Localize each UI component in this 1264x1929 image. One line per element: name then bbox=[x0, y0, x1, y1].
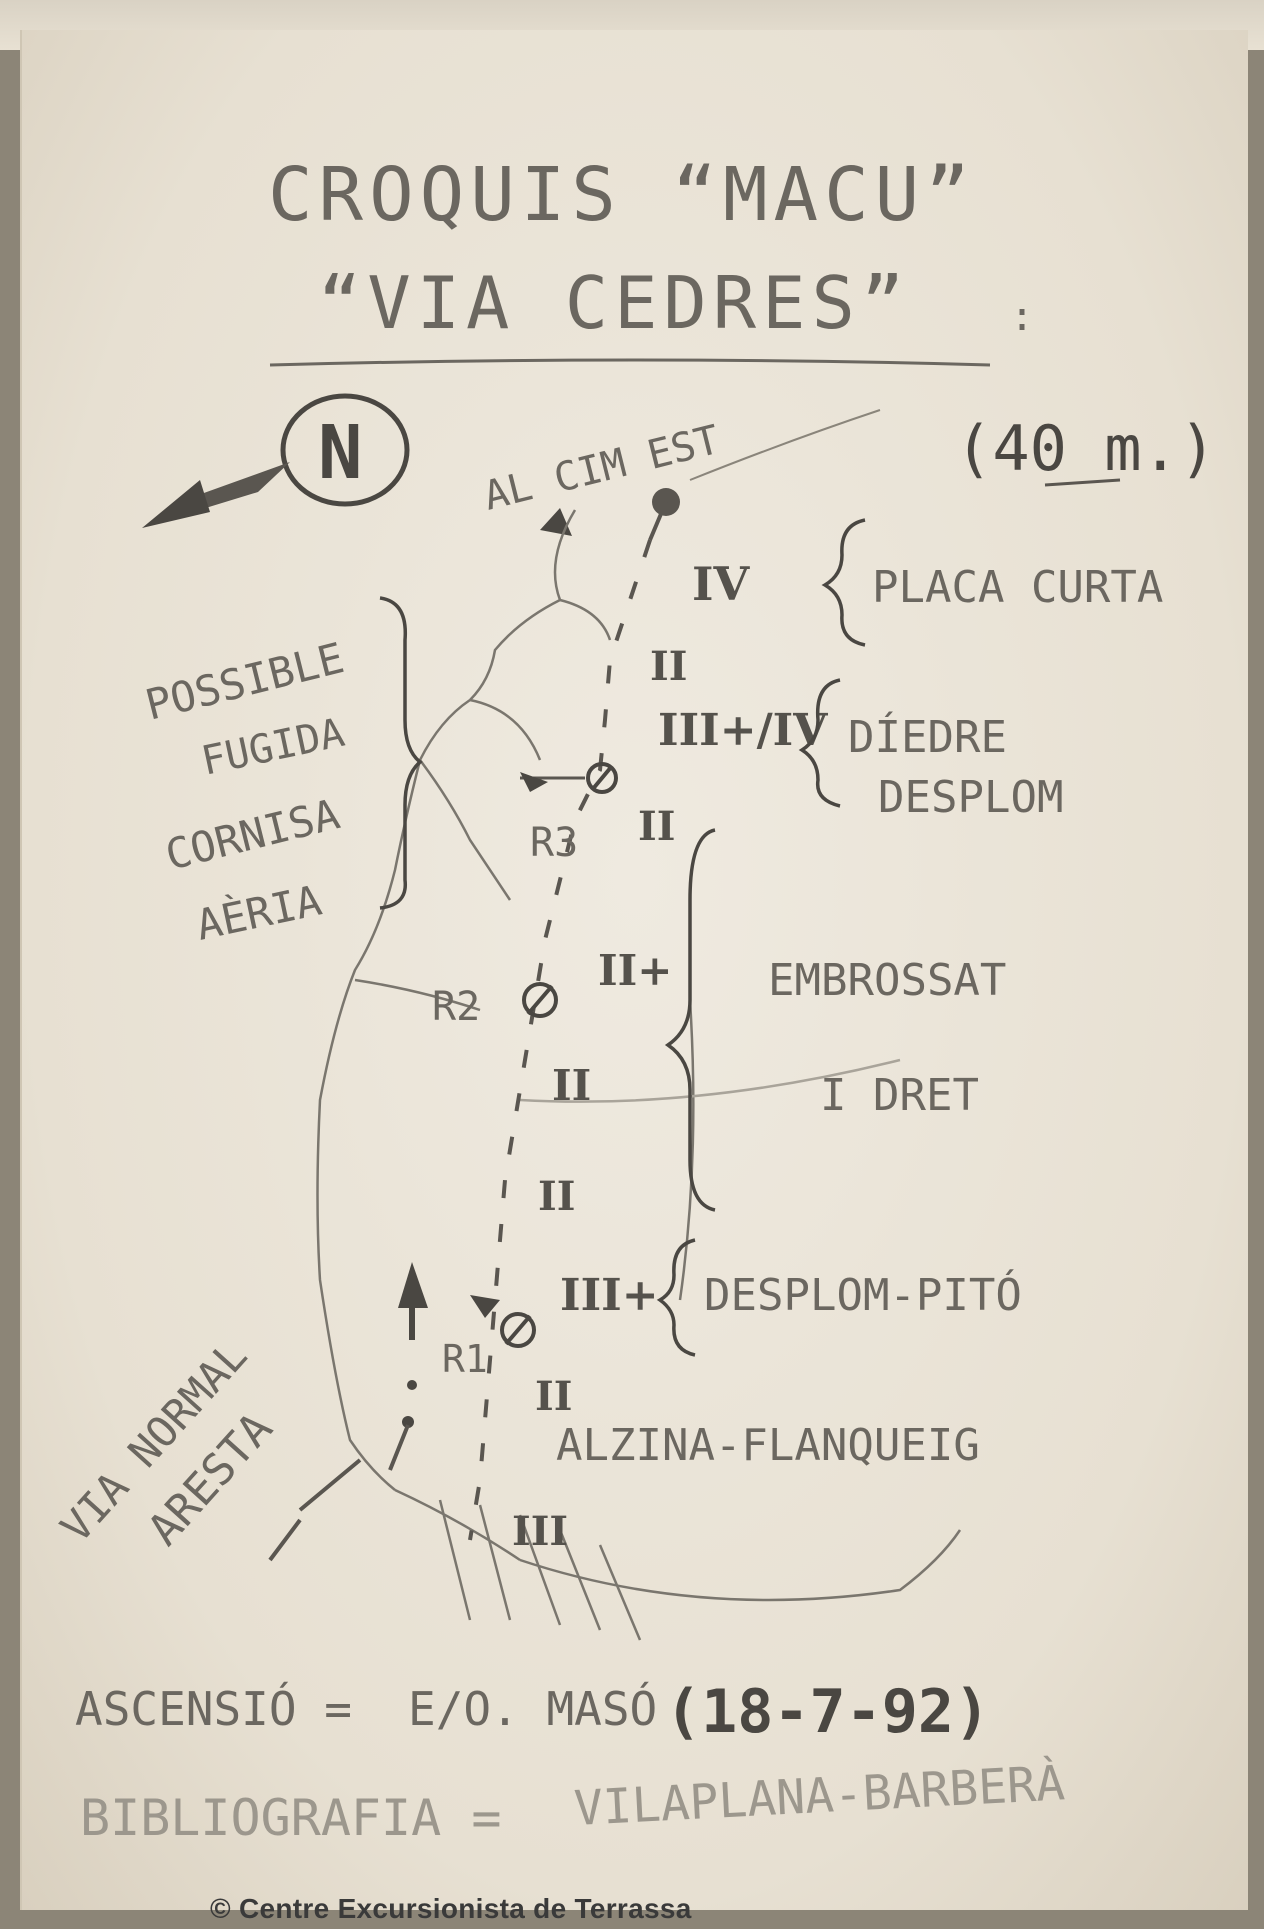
north-arrow-icon bbox=[142, 393, 410, 528]
via-normal-arrow-icon bbox=[268, 1262, 428, 1562]
title: CROQUIS “MACU” bbox=[268, 152, 976, 238]
height-underline bbox=[1044, 478, 1121, 487]
brace-embrossat-icon bbox=[664, 828, 716, 1212]
note-placa-curta: PLACA CURTA bbox=[872, 562, 1163, 613]
pitch-3-grade: III+/IV bbox=[658, 705, 828, 756]
route-height: (40 m.) bbox=[955, 412, 1216, 485]
pitch-8-grade: III+ bbox=[560, 1270, 659, 1321]
belay-r3-icon bbox=[520, 762, 618, 794]
ascensio-label: ASCENSIÓ = bbox=[75, 1682, 352, 1736]
pitch-5-grade: II+ bbox=[598, 946, 672, 995]
bibliografia-label: BIBLIOGRAFIA = bbox=[80, 1789, 501, 1847]
pitch-1-grade: IV bbox=[692, 557, 751, 611]
paper-sheet bbox=[20, 30, 1248, 1910]
belay-r1-label: R1 bbox=[442, 1337, 488, 1381]
belay-r2-icon bbox=[522, 982, 558, 1018]
bibliografia-value: VILAPLANA-BARBERÀ bbox=[573, 1754, 1067, 1837]
belay-r3-label: R3 bbox=[530, 820, 578, 866]
title-underline bbox=[269, 358, 991, 367]
escape-line-3: CORNISA bbox=[161, 789, 345, 879]
copyright-credit: © Centre Excursionista de Terrassa bbox=[210, 1893, 692, 1924]
route-line bbox=[468, 539, 652, 1541]
escape-line-4: AÈRIA bbox=[192, 875, 326, 950]
note-desplom-pito: DESPLOM-PITÓ bbox=[704, 1268, 1022, 1321]
pitch-9-grade: II bbox=[535, 1373, 572, 1420]
ascensio-date: (18-7-92) bbox=[665, 1677, 990, 1747]
pitch-2-grade: II bbox=[650, 643, 687, 690]
note-i-dret: I DRET bbox=[820, 1070, 979, 1121]
north-label: N bbox=[318, 410, 363, 496]
note-diedre: DÍEDRE bbox=[848, 710, 1007, 763]
pitch-4-grade: II bbox=[638, 803, 675, 850]
note-alzina-flanqueig: ALZINA-FLANQUEIG bbox=[556, 1420, 980, 1471]
brace-placa-icon bbox=[821, 518, 866, 647]
belay-r1-icon bbox=[470, 1295, 536, 1348]
pitch-7-grade: II bbox=[538, 1173, 575, 1220]
rock-outline bbox=[316, 509, 962, 1641]
escape-line-2: FUGIDA bbox=[198, 710, 349, 785]
note-desplom: DESPLOM bbox=[878, 772, 1063, 823]
subtitle: “VIA CEDRES” bbox=[318, 261, 910, 345]
brace-escape-icon bbox=[379, 596, 423, 910]
svg-text::: : bbox=[1010, 294, 1034, 340]
brace-desplom-icon bbox=[656, 1238, 696, 1357]
summit-label: AL CIM EST bbox=[479, 417, 724, 520]
pitch-10-grade: III bbox=[512, 1508, 568, 1555]
pitch-6-grade: II bbox=[552, 1061, 591, 1110]
ascensio-names: E/O. MASÓ bbox=[408, 1682, 657, 1736]
brace-diedre-icon bbox=[798, 678, 841, 808]
note-embrossat: EMBROSSAT bbox=[768, 955, 1006, 1006]
belay-r2-label: R2 bbox=[432, 984, 480, 1030]
